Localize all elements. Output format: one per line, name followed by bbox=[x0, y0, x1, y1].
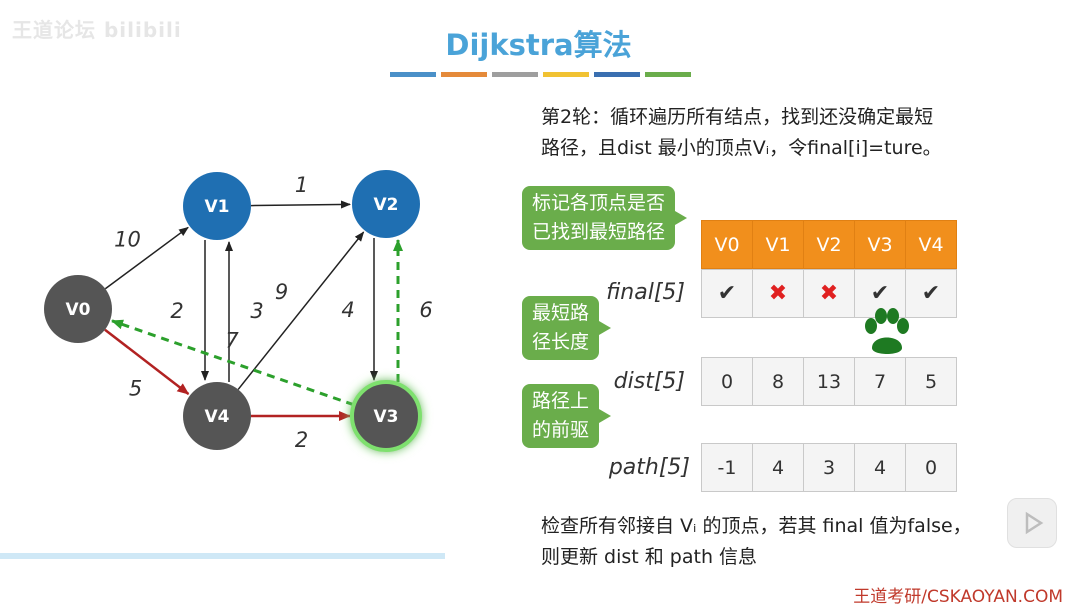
node-label: V4 bbox=[205, 407, 230, 427]
update-text-line1: 检查所有邻接自 Vᵢ 的顶点，若其 final 值为false， bbox=[541, 515, 972, 537]
round-text-line1: 第2轮：循环遍历所有结点，找到还没确定最短 bbox=[541, 106, 934, 128]
check-icon: ✔ bbox=[701, 269, 753, 318]
edge-v4-v2 bbox=[237, 231, 365, 390]
final-row: ✔ ✖ ✖ ✔ ✔ bbox=[701, 269, 957, 318]
node-label: V3 bbox=[374, 407, 399, 427]
update-instruction: 检查所有邻接自 Vᵢ 的顶点，若其 final 值为false， 则更新 dis… bbox=[541, 511, 1011, 573]
edge-v0-v4 bbox=[104, 328, 190, 396]
dist-cell: 7 bbox=[854, 357, 906, 406]
node-label: V2 bbox=[374, 195, 399, 215]
paw-print-icon bbox=[865, 308, 909, 354]
final-row-label: final[5] bbox=[606, 280, 685, 305]
edge-weight-label: 6 bbox=[419, 298, 432, 322]
edge-v1-v2 bbox=[250, 200, 352, 209]
path-explanation-bubble: 路径上 的前驱 bbox=[522, 384, 612, 448]
footer-brand: 王道考研/CSKAOYAN.COM bbox=[853, 587, 1063, 607]
round-description: 第2轮：循环遍历所有结点，找到还没确定最短 路径，且dist 最小的顶点Vᵢ，令… bbox=[541, 102, 981, 164]
title-stripe bbox=[594, 72, 640, 77]
dist-cell: 8 bbox=[752, 357, 804, 406]
cross-icon: ✖ bbox=[803, 269, 855, 318]
edge-weight-label: 5 bbox=[129, 377, 142, 401]
dist-row-label: dist[5] bbox=[613, 369, 685, 394]
slide-title: Dijkstra算法 bbox=[445, 28, 632, 62]
edge-weight-label: 4 bbox=[341, 298, 354, 322]
title-stripe bbox=[645, 72, 691, 77]
edge-v3-v0 bbox=[111, 319, 355, 407]
node-label: V1 bbox=[205, 197, 230, 217]
path-cell: -1 bbox=[701, 443, 753, 492]
header-cell: V2 bbox=[803, 220, 855, 269]
path-cell: 3 bbox=[803, 443, 855, 492]
dist-explanation-bubble: 最短路 径长度 bbox=[522, 296, 612, 360]
check-icon: ✔ bbox=[905, 269, 957, 318]
final-explanation-bubble: 标记各顶点是否 已找到最短路径 bbox=[522, 186, 688, 250]
title-stripe bbox=[492, 72, 538, 77]
path-cell: 4 bbox=[854, 443, 906, 492]
node-v1 bbox=[183, 172, 251, 240]
node-label: V0 bbox=[66, 300, 91, 320]
path-cell: 0 bbox=[905, 443, 957, 492]
header-cell: V3 bbox=[854, 220, 906, 269]
progress-bar-track bbox=[0, 553, 445, 559]
path-row-label: path[5] bbox=[608, 455, 690, 480]
vertex-header-row: V0 V1 V2 V3 V4 bbox=[701, 220, 957, 269]
dist-cell: 13 bbox=[803, 357, 855, 406]
play-icon bbox=[1025, 511, 1044, 535]
cross-icon: ✖ bbox=[752, 269, 804, 318]
header-cell: V4 bbox=[905, 220, 957, 269]
edge-weight-label: 10 bbox=[114, 228, 141, 252]
title-stripe bbox=[390, 72, 436, 77]
path-row: -1 4 3 4 0 bbox=[701, 443, 957, 492]
play-button[interactable] bbox=[1007, 498, 1057, 548]
edge-weight-label: 2 bbox=[295, 428, 308, 452]
edge-weight-label: 1 bbox=[295, 173, 308, 197]
node-v0 bbox=[44, 275, 112, 343]
edge-weight-label: 3 bbox=[250, 299, 263, 323]
node-v2 bbox=[352, 170, 420, 238]
node-v4 bbox=[183, 382, 251, 450]
dist-row: 0 8 13 7 5 bbox=[701, 357, 957, 406]
update-text-line2: 则更新 dist 和 path 信息 bbox=[541, 546, 758, 568]
header-cell: V0 bbox=[701, 220, 753, 269]
title-stripe bbox=[441, 72, 487, 77]
round-text-line2: 路径，且dist 最小的顶点Vᵢ，令final[i]=ture。 bbox=[541, 137, 942, 159]
dist-cell: 5 bbox=[905, 357, 957, 406]
path-cell: 4 bbox=[752, 443, 804, 492]
edge-weight-label: 9 bbox=[275, 280, 288, 304]
node-v3 bbox=[350, 380, 422, 452]
edge-weight-label: 2 bbox=[170, 299, 183, 323]
dist-cell: 0 bbox=[701, 357, 753, 406]
bilibili-watermark: 王道论坛 bilibili bbox=[12, 18, 182, 42]
edge-v0-v1 bbox=[104, 226, 189, 290]
title-stripe bbox=[543, 72, 589, 77]
header-cell: V1 bbox=[752, 220, 804, 269]
edge-weight-label: 7 bbox=[225, 329, 239, 353]
